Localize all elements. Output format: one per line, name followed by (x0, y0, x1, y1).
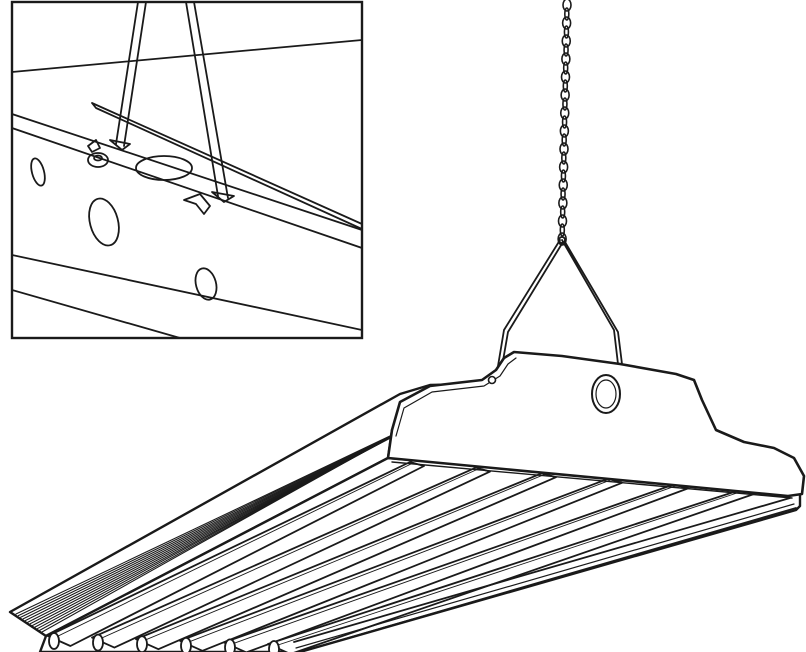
fixture-end-cap-base (391, 461, 793, 499)
fixture-tray-front-rail (293, 497, 797, 652)
chain-link (561, 16, 572, 30)
lamp-highlight (51, 462, 414, 640)
inset-slot (91, 102, 362, 230)
chain-link (558, 178, 569, 192)
chain-link (561, 34, 572, 48)
inset-wire-foot-right (211, 191, 235, 203)
chain-link (559, 205, 566, 219)
inset-hex-nut-hole (93, 154, 103, 162)
inset-clip-upper (87, 139, 101, 153)
chain-link (558, 160, 569, 174)
v-hanger-bend (558, 236, 566, 244)
lamp-highlight (139, 473, 546, 643)
lamp-tube (47, 461, 425, 647)
end-cap-rivet (487, 375, 497, 385)
chain-link (563, 25, 570, 39)
chain-link (561, 151, 567, 165)
end-cap-knockout-inner (595, 379, 617, 409)
chain-link (558, 196, 568, 210)
lamp-highlight (183, 479, 612, 645)
fluorescent-lamps (47, 461, 755, 652)
inset-ceiling-line (12, 39, 362, 73)
fixture-body (8, 350, 806, 652)
fixture-end-cap (386, 350, 806, 498)
inset-top-knockout (135, 155, 193, 181)
inset-side-knockout-large (88, 197, 120, 247)
chain-link (562, 79, 569, 93)
inset-hanger-wire-left (115, 2, 147, 147)
fixture-tray-front-rail-lip (295, 503, 795, 649)
inset-wire-foot-left (109, 139, 131, 151)
chain-link (559, 142, 569, 156)
fixture-end-cap-edge (395, 357, 517, 437)
lamp-tube (91, 466, 491, 649)
inset-housing-ridge (12, 127, 362, 249)
inset-frame (10, 0, 364, 340)
hanging-chain (557, 0, 572, 246)
chain-link (561, 133, 567, 147)
inset-detail (10, 0, 364, 340)
chain-link (560, 187, 566, 201)
chain-link (561, 52, 571, 66)
inset-housing-bottom-edge (12, 289, 181, 338)
inset-side-knockout-medium (194, 267, 218, 301)
chain-link (560, 88, 570, 102)
chain-link (557, 214, 568, 228)
chain-link (560, 169, 567, 183)
chain-link (559, 223, 566, 237)
chain-link (560, 70, 571, 84)
inset-housing-top-edge (12, 113, 362, 231)
fluorescent-lamp (91, 466, 491, 652)
chain-link (562, 61, 569, 75)
inset-hex-nut (87, 152, 109, 168)
lamp-end-cap (180, 636, 192, 652)
chain-link (561, 115, 568, 129)
lamp-highlight (95, 468, 480, 642)
lamp-highlight (227, 484, 678, 646)
lamp-end-cap (224, 638, 236, 652)
v-hanger (495, 236, 623, 379)
chain-link (562, 97, 568, 111)
chain-link (559, 106, 570, 120)
inset-side-knockout-small (30, 157, 46, 187)
lamp-end-cap (48, 632, 60, 650)
inset-hanger-wire-right (185, 2, 229, 199)
lamp-highlight (271, 490, 744, 648)
inset-housing-lower-edge (12, 254, 362, 331)
chain-link (562, 0, 572, 12)
chain-link (564, 7, 570, 21)
chain-link (563, 43, 569, 57)
side-rib-line (41, 435, 393, 633)
chain-link (559, 124, 570, 138)
v-hanger-right-wire (561, 239, 623, 365)
lamp-end-cap (268, 640, 280, 652)
inset-clip-lower (183, 193, 211, 215)
lamp-end-cap (136, 635, 148, 652)
fluorescent-lamp (47, 461, 425, 650)
lamp-end-cap (92, 633, 104, 652)
